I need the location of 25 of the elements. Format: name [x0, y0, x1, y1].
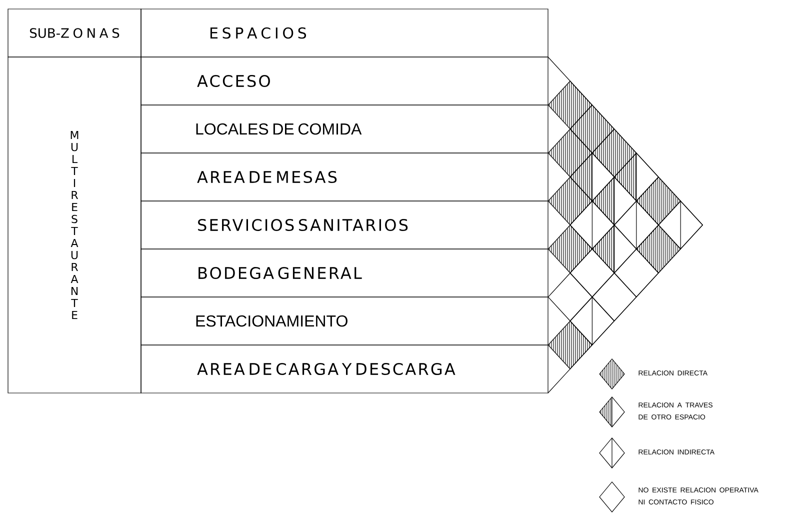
relation-diamond — [614, 248, 659, 298]
relation-diamond — [636, 224, 681, 274]
relation-diamond — [592, 176, 637, 226]
relation-diamond — [592, 272, 637, 322]
space-cell: LOCALES DE COMIDA — [140, 104, 548, 154]
space-cell: ACCESO — [140, 56, 548, 106]
relation-diamond — [548, 272, 592, 322]
relation-diamond — [548, 320, 592, 370]
subzone-cell: M U L T I R E S T A U R A N T E — [8, 56, 142, 394]
space-cell: ESTACIONAMIENTO — [140, 296, 548, 346]
relation-diamond — [614, 152, 659, 202]
column-header: SUB-Z O N A S — [8, 8, 142, 58]
relation-diamond — [636, 176, 681, 226]
relation-diamond — [548, 224, 592, 274]
space-cell: AREA DE MESAS — [140, 152, 548, 202]
space-cell: SERVICIOS SANITARIOS — [140, 200, 548, 250]
relation-diamond — [614, 200, 659, 250]
relation-diamond — [548, 80, 592, 130]
relation-diamond — [592, 128, 637, 178]
space-cell: AREA DE CARGA Y DESCARGA — [140, 344, 548, 394]
relation-diamond — [592, 224, 637, 274]
relation-diamond — [548, 128, 592, 178]
column-header: E S P A C I O S — [140, 8, 548, 58]
space-cell: BODEGA GENERAL — [140, 248, 548, 298]
relation-diamond — [548, 176, 592, 226]
